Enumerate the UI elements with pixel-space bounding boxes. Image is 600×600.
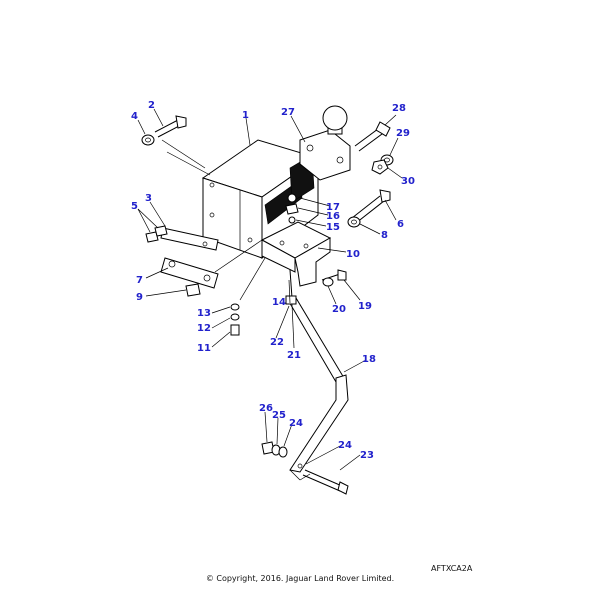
callout-18: 18 — [362, 354, 376, 365]
washer-4 — [141, 134, 155, 146]
callout-15: 15 — [326, 222, 340, 233]
bolt-6 — [351, 189, 391, 224]
nuts-5 — [145, 225, 168, 243]
callout-23: 23 — [360, 450, 374, 461]
washer-8 — [347, 216, 361, 228]
callout-29: 29 — [396, 128, 410, 139]
callout-13: 13 — [197, 308, 211, 319]
callout-12: 12 — [197, 323, 211, 334]
fixings-15-17 — [285, 193, 299, 224]
callout-25: 25 — [272, 410, 286, 421]
callout-19: 19 — [358, 301, 372, 312]
callout-20: 20 — [332, 304, 346, 315]
leader-lines — [137, 108, 403, 471]
callout-4: 4 — [131, 111, 138, 122]
callout-28: 28 — [392, 103, 406, 114]
callout-1: 1 — [242, 110, 249, 121]
callout-17: 17 — [326, 202, 340, 213]
callout-26: 26 — [259, 403, 273, 414]
callout-24-upper: 24 — [289, 418, 303, 429]
callout-9: 9 — [136, 292, 143, 303]
spacer-plate-7 — [160, 257, 219, 289]
bolt-14 — [285, 269, 297, 305]
callout-10: 10 — [346, 249, 360, 260]
callout-7: 7 — [136, 275, 143, 286]
bolt-23 — [302, 469, 349, 495]
callout-2: 2 — [148, 100, 155, 111]
fixings-24-26 — [261, 441, 288, 458]
callout-27: 27 — [281, 107, 295, 118]
callout-3: 3 — [145, 193, 152, 204]
copyright-notice: © Copyright, 2016. Jaguar Land Rover Lim… — [205, 574, 395, 583]
washer-20 — [322, 277, 334, 287]
fixings-11-13 — [230, 303, 240, 336]
stay-bar — [287, 297, 349, 481]
callout-21: 21 — [287, 350, 301, 361]
callout-24-lower: 24 — [338, 440, 352, 451]
callout-11: 11 — [197, 343, 211, 354]
tow-ball — [299, 105, 351, 181]
callout-22: 22 — [270, 337, 284, 348]
callout-6: 6 — [397, 219, 404, 230]
bolt-2 — [154, 115, 187, 138]
callout-14: 14 — [272, 297, 286, 308]
callout-16: 16 — [326, 211, 340, 222]
callout-labels: 1 2 3 4 5 6 7 8 9 10 11 12 13 14 15 16 1… — [131, 100, 415, 461]
callout-5: 5 — [131, 201, 138, 212]
nut-9 — [185, 283, 201, 297]
bolt-28 — [354, 121, 391, 152]
callout-30: 30 — [401, 176, 415, 187]
callout-8: 8 — [381, 230, 388, 241]
diagram-reference-code: AFTXCA2A — [431, 564, 473, 573]
mounting-bracket — [260, 221, 332, 287]
nut-30 — [371, 159, 389, 175]
